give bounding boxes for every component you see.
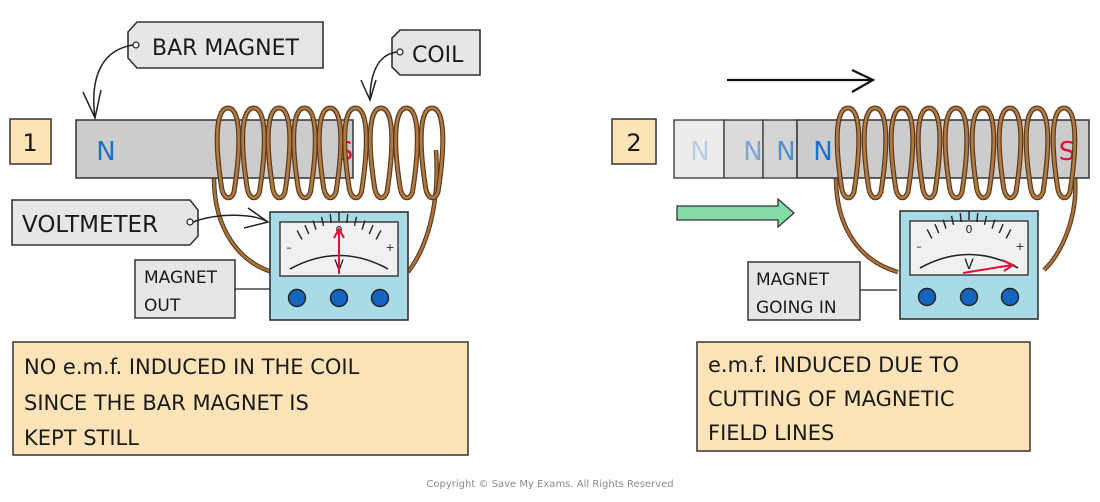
meter-tick bbox=[991, 219, 996, 229]
meter-needle bbox=[962, 264, 1013, 274]
caption-box: NO e.m.f. INDUCED IN THE COIL SINCE THE … bbox=[12, 341, 469, 456]
meter-tick bbox=[983, 215, 988, 226]
coil-turn bbox=[916, 106, 942, 200]
meter-tick bbox=[942, 219, 947, 229]
voltmeter-tag: VOLTMETER bbox=[11, 199, 270, 246]
copyright-text: Copyright © Save My Exams. All Rights Re… bbox=[426, 479, 673, 490]
bar-magnet-label: BAR MAGNET bbox=[152, 36, 299, 61]
caption-line: SINCE THE BAR MAGNET IS bbox=[24, 391, 309, 415]
meter-tick bbox=[361, 220, 366, 230]
meter-tick bbox=[976, 212, 979, 223]
coil bbox=[834, 105, 1078, 201]
voltmeter-label: VOLTMETER bbox=[22, 212, 158, 238]
meter-needle-head bbox=[333, 226, 345, 239]
coil-turn bbox=[943, 106, 969, 200]
magnet-state-box: MAGNET GOING IN bbox=[747, 261, 897, 321]
meter-tick bbox=[346, 213, 349, 224]
motion-direction-arrow bbox=[727, 69, 876, 93]
meter-tick bbox=[312, 220, 317, 230]
north-pole-ghost: N bbox=[776, 137, 795, 167]
meter-tick bbox=[296, 230, 303, 240]
bar-magnet-tag: BAR MAGNET bbox=[82, 21, 324, 121]
meter-tick bbox=[353, 216, 358, 227]
coil-wires bbox=[211, 149, 439, 275]
meter-terminal-button bbox=[917, 287, 937, 307]
step-number: 1 bbox=[22, 129, 37, 157]
step-number-box bbox=[611, 118, 657, 165]
meter-tick bbox=[368, 224, 374, 235]
meter-tick bbox=[934, 223, 940, 234]
meter-plus-label: + bbox=[385, 241, 394, 254]
coil-turn bbox=[1024, 106, 1050, 200]
coil-turn bbox=[835, 106, 861, 200]
caption-line: e.m.f. INDUCED DUE TO bbox=[708, 353, 959, 377]
coil-turn bbox=[317, 106, 343, 200]
meter-terminal-button bbox=[1000, 287, 1020, 307]
meter-tick bbox=[950, 215, 955, 226]
meter-tick bbox=[926, 229, 933, 239]
coil-label: COIL bbox=[412, 43, 464, 68]
magnet-state-line: MAGNET bbox=[144, 268, 218, 288]
voltmeter: 0–+V bbox=[269, 211, 409, 321]
meter-tick bbox=[375, 230, 382, 240]
caption-line: KEPT STILL bbox=[24, 426, 139, 450]
coil-tag: COIL bbox=[360, 29, 481, 103]
meter-terminal-button bbox=[370, 288, 390, 308]
coil-turn bbox=[215, 106, 241, 200]
coil-turn bbox=[241, 106, 266, 200]
meter-tick bbox=[320, 216, 325, 227]
coil-turn bbox=[862, 106, 888, 200]
meter-minus-label: – bbox=[286, 241, 292, 254]
north-pole-ghost: N bbox=[690, 137, 709, 167]
meter-tick bbox=[998, 223, 1004, 234]
coil-turn bbox=[970, 106, 996, 200]
coil-turn bbox=[292, 106, 317, 200]
voltmeter: 0 – + V bbox=[899, 210, 1039, 320]
coil-turn bbox=[889, 106, 915, 200]
caption-line: NO e.m.f. INDUCED IN THE COIL bbox=[24, 355, 360, 379]
magnet-trail-1 bbox=[673, 119, 725, 179]
magnet-state-line: GOING IN bbox=[756, 298, 837, 318]
meter-terminal-button bbox=[959, 287, 979, 307]
step-number-box bbox=[9, 118, 52, 165]
coil-turn bbox=[368, 106, 394, 200]
meter-minus-label: – bbox=[916, 240, 922, 253]
coil-turn bbox=[343, 106, 368, 200]
meter-unit-label: V bbox=[964, 257, 974, 273]
coil-turn bbox=[997, 106, 1023, 200]
coil-wires bbox=[833, 177, 1078, 275]
meter-tick bbox=[329, 213, 332, 224]
north-pole-label: N bbox=[96, 137, 115, 167]
north-pole-ghost: N bbox=[743, 137, 762, 167]
meter-needle-head bbox=[1001, 259, 1016, 272]
panel-2: 2 N N N N S 0 – + V MAGNET bbox=[611, 69, 1090, 452]
meter-terminal-button bbox=[329, 288, 349, 308]
magnet-state-line: MAGNET bbox=[756, 270, 830, 290]
meter-zero-label: 0 bbox=[966, 223, 973, 236]
caption-box: e.m.f. INDUCED DUE TO CUTTING OF MAGNETI… bbox=[696, 341, 1031, 452]
meter-terminal-button bbox=[287, 288, 307, 308]
magnet-state-box: MAGNET OUT bbox=[134, 259, 270, 319]
meter-tick bbox=[1005, 229, 1012, 239]
magnet-trail-2 bbox=[723, 119, 764, 179]
meter-tick bbox=[304, 224, 310, 235]
motion-arrow-green bbox=[676, 197, 795, 229]
meter-tick bbox=[959, 212, 962, 223]
coil-turn bbox=[419, 106, 445, 200]
caption-line: CUTTING OF MAGNETIC bbox=[708, 387, 955, 411]
coil-turn bbox=[394, 106, 419, 200]
north-pole-label: N bbox=[813, 137, 832, 167]
coil-turn bbox=[1051, 106, 1077, 200]
coil bbox=[214, 105, 446, 201]
panel-1: 1 N S BAR MAGNET COIL bbox=[9, 21, 481, 456]
bar-magnet bbox=[75, 119, 354, 179]
meter-plus-label: + bbox=[1015, 240, 1024, 253]
step-number: 2 bbox=[626, 129, 641, 157]
coil-turn bbox=[266, 106, 292, 200]
magnet-state-line: OUT bbox=[144, 296, 181, 316]
south-pole-label: S bbox=[1059, 137, 1076, 167]
caption-line: FIELD LINES bbox=[708, 421, 834, 445]
